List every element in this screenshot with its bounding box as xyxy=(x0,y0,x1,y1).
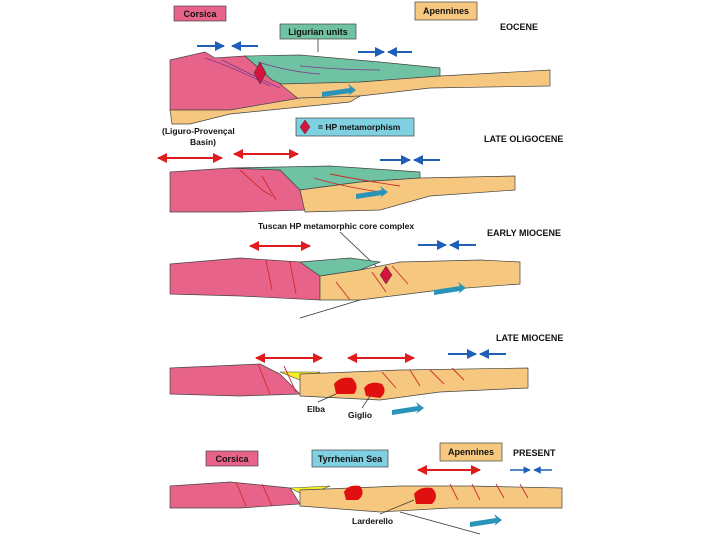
corsica-block-present xyxy=(169,481,301,509)
elba-label: Elba xyxy=(307,404,325,414)
liguro-provencal-label-line2: Basin) xyxy=(190,137,216,147)
corsica-block-late-miocene xyxy=(169,363,301,397)
elba-granite xyxy=(334,377,357,394)
stage-label-late-miocene: LATE MIOCENE xyxy=(496,333,563,343)
apennine-block-late-miocene xyxy=(299,367,529,401)
ligurian-remnant-early-miocene xyxy=(299,257,382,277)
hp-metamorphism-marker-eocene xyxy=(253,61,267,85)
hp-metamorphism-legend: = HP metamorphism xyxy=(295,117,415,137)
corsica-label-box-bottom: Corsica xyxy=(205,450,259,467)
elba-granite-present xyxy=(344,485,363,500)
apennines-label-box-bottom: Apennines xyxy=(439,442,503,462)
larderello-label: Larderello xyxy=(352,516,393,526)
panel-present xyxy=(169,465,563,535)
ligurian-units-label-box: Ligurian units xyxy=(279,23,357,52)
apennine-block-early-miocene xyxy=(319,259,521,301)
apennines-label-bottom: Apennines xyxy=(448,447,494,457)
hp-metamorphism-marker-early-miocene xyxy=(379,265,393,285)
corsica-block-early-miocene xyxy=(169,257,321,301)
corsica-label-box-top: Corsica xyxy=(173,5,227,22)
stage-label-late-oligocene: LATE OLIGOCENE xyxy=(484,134,563,144)
ligurian-units-label: Ligurian units xyxy=(288,27,348,37)
tyrrhenian-sea-label: Tyrrhenian Sea xyxy=(318,454,383,464)
subducting-slab-eocene xyxy=(169,95,362,125)
corsica-label-bottom: Corsica xyxy=(215,454,249,464)
liguro-provencal-label-line1: (Liguro-Provençal xyxy=(162,126,235,136)
hp-metamorphism-icon xyxy=(299,119,311,135)
tyrrhenian-label-box: Tyrrhenian Sea xyxy=(311,449,389,468)
stage-label-eocene: EOCENE xyxy=(500,22,538,32)
tuscan-core-complex-label: Tuscan HP metamorphic core complex xyxy=(258,221,414,231)
apennines-label-box-top: Apennines xyxy=(414,1,478,21)
panel-early-miocene xyxy=(169,240,521,319)
panel-late-miocene xyxy=(169,349,529,415)
giglio-label: Giglio xyxy=(348,410,372,420)
larderello-granite xyxy=(414,487,436,504)
apennine-block-oligocene xyxy=(299,175,516,213)
corsica-label-top: Corsica xyxy=(183,9,217,19)
panel-eocene xyxy=(169,41,551,125)
hp-legend-label: = HP metamorphism xyxy=(318,122,401,132)
panel-late-oligocene xyxy=(157,149,516,213)
giglio-granite xyxy=(364,382,385,398)
stage-label-early-miocene: EARLY MIOCENE xyxy=(487,228,561,238)
apennines-label-top: Apennines xyxy=(423,6,469,16)
stage-label-present: PRESENT xyxy=(513,448,556,458)
